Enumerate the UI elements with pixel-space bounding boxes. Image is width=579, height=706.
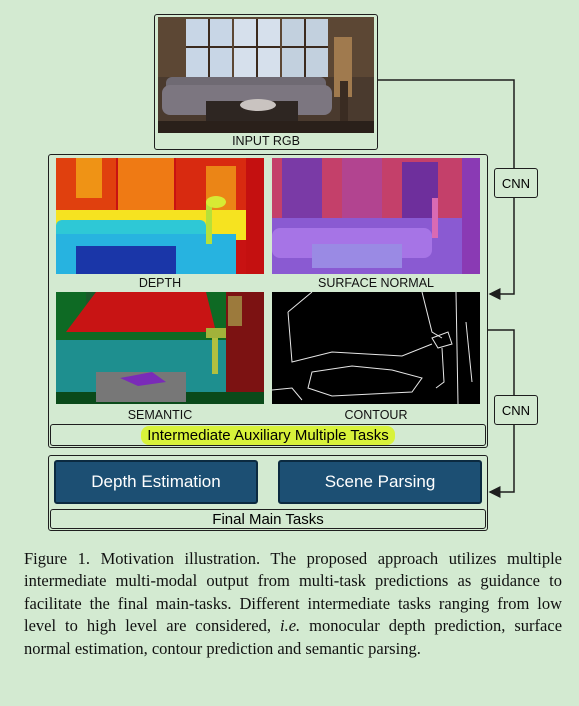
semantic-image — [56, 292, 264, 404]
depth-label: DEPTH — [138, 276, 182, 290]
final-tasks-frame — [48, 455, 488, 531]
surface-normal-image — [272, 158, 480, 274]
contour-label: CONTOUR — [344, 408, 408, 422]
contour-image — [272, 292, 480, 404]
depth-map-image — [56, 158, 264, 274]
input-rgb-image — [158, 17, 374, 133]
semantic-label: SEMANTIC — [127, 408, 193, 422]
cnn-box-bottom: CNN — [494, 395, 538, 425]
caption-ie: i.e. — [280, 616, 301, 636]
cnn-box-top: CNN — [494, 168, 538, 198]
intermediate-label: Intermediate Auxiliary Multiple Tasks — [141, 425, 395, 445]
input-rgb-label: INPUT RGB — [232, 134, 300, 148]
scene-parsing-box: Scene Parsing — [278, 460, 482, 504]
caption-text-end: monocular depth prediction, surface norm… — [24, 616, 563, 658]
intermediate-tasks-frame — [48, 154, 488, 448]
figure-caption: Figure 1. Motivation illustration. The p… — [24, 548, 562, 660]
depth-estimation-box: Depth Estimation — [54, 460, 258, 504]
input-rgb-frame — [154, 14, 378, 150]
final-tasks-label: Final Main Tasks — [50, 509, 486, 529]
caption-text: Figure 1. Motivation illustration. The p… — [24, 549, 562, 636]
intermediate-label-bar: Intermediate Auxiliary Multiple Tasks — [50, 424, 486, 446]
surface-normal-label: SURFACE NORMAL — [318, 276, 434, 290]
